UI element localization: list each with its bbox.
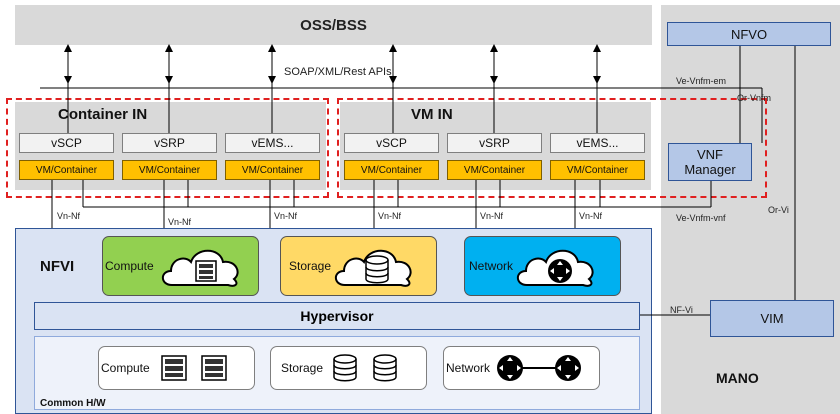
container-runtime-box: VM/Container (122, 160, 217, 180)
server-icon (160, 355, 187, 381)
virtual-compute-label: Compute (105, 259, 154, 273)
container-runtime-box: VM/Container (225, 160, 320, 180)
compute-cloud-icon (161, 249, 239, 287)
vm-runtime-box: VM/Container (550, 160, 645, 180)
vn-nf-label: Vn-Nf (57, 211, 81, 221)
vm-runtime-box: VM/Container (344, 160, 439, 180)
hw-compute-label: Compute (101, 361, 150, 375)
nf-vi-label: NF-Vi (670, 305, 693, 315)
vnf-manager-box: VNF Manager (668, 143, 752, 181)
container-in-title: Container IN (58, 106, 148, 123)
api-label: SOAP/XML/Rest APIs (284, 66, 392, 78)
vn-nf-label: Vn-Nf (579, 211, 603, 221)
mano-panel (661, 5, 840, 414)
storage-cloud-icon (334, 249, 412, 287)
nfvi-title: NFVI (40, 258, 75, 275)
container-runtime-box: VM/Container (19, 160, 114, 180)
nfvo-box: NFVO (667, 22, 831, 46)
virtual-storage-label: Storage (289, 259, 332, 273)
oss-bss-title: OSS/BSS (300, 16, 367, 34)
vn-nf-label: Vn-Nf (480, 211, 504, 221)
container-vems-box: vEMS... (225, 133, 320, 153)
common-hw-title: Common H/W (40, 398, 106, 409)
or-vnfm-label: Or-Vnfm (737, 93, 772, 103)
virtual-compute-box: Compute (102, 236, 259, 296)
vm-vscp-box: vSCP (344, 133, 439, 153)
database-icon (373, 354, 397, 382)
vn-nf-label: Vn-Nf (168, 217, 192, 227)
hw-storage-box: Storage (270, 346, 427, 390)
virtual-network-label: Network (469, 259, 514, 273)
virtual-network-box: Network (464, 236, 621, 296)
vm-in-title: VM IN (411, 106, 453, 123)
vm-runtime-box: VM/Container (447, 160, 542, 180)
oss-bss-bar: OSS/BSS (15, 5, 652, 45)
container-in-boundary (6, 98, 329, 198)
container-vsrp-box: vSRP (122, 133, 217, 153)
database-icon (333, 354, 357, 382)
vim-box: VIM (710, 300, 834, 337)
mano-title: MANO (716, 370, 759, 386)
container-vscp-box: vSCP (19, 133, 114, 153)
hw-storage-label: Storage (281, 361, 324, 375)
hw-network-label: Network (446, 361, 491, 375)
hypervisor-bar: Hypervisor (34, 302, 640, 330)
ve-vnfm-em-label: Ve-Vnfm-em (676, 76, 727, 86)
router-link-icon (497, 355, 582, 381)
hypervisor-label: Hypervisor (300, 308, 374, 324)
vm-in-boundary (337, 98, 767, 198)
hw-network-box: Network (443, 346, 600, 390)
ve-vnfm-vnf-label: Ve-Vnfm-vnf (676, 213, 726, 223)
server-icon (200, 355, 227, 381)
vn-nf-label: Vn-Nf (378, 211, 402, 221)
hw-compute-box: Compute (98, 346, 255, 390)
vm-vsrp-box: vSRP (447, 133, 542, 153)
network-cloud-icon (516, 249, 594, 287)
vn-nf-label: Vn-Nf (274, 211, 298, 221)
vm-vems-box: vEMS... (550, 133, 645, 153)
or-vi-label: Or-Vi (768, 205, 789, 215)
virtual-storage-box: Storage (280, 236, 437, 296)
